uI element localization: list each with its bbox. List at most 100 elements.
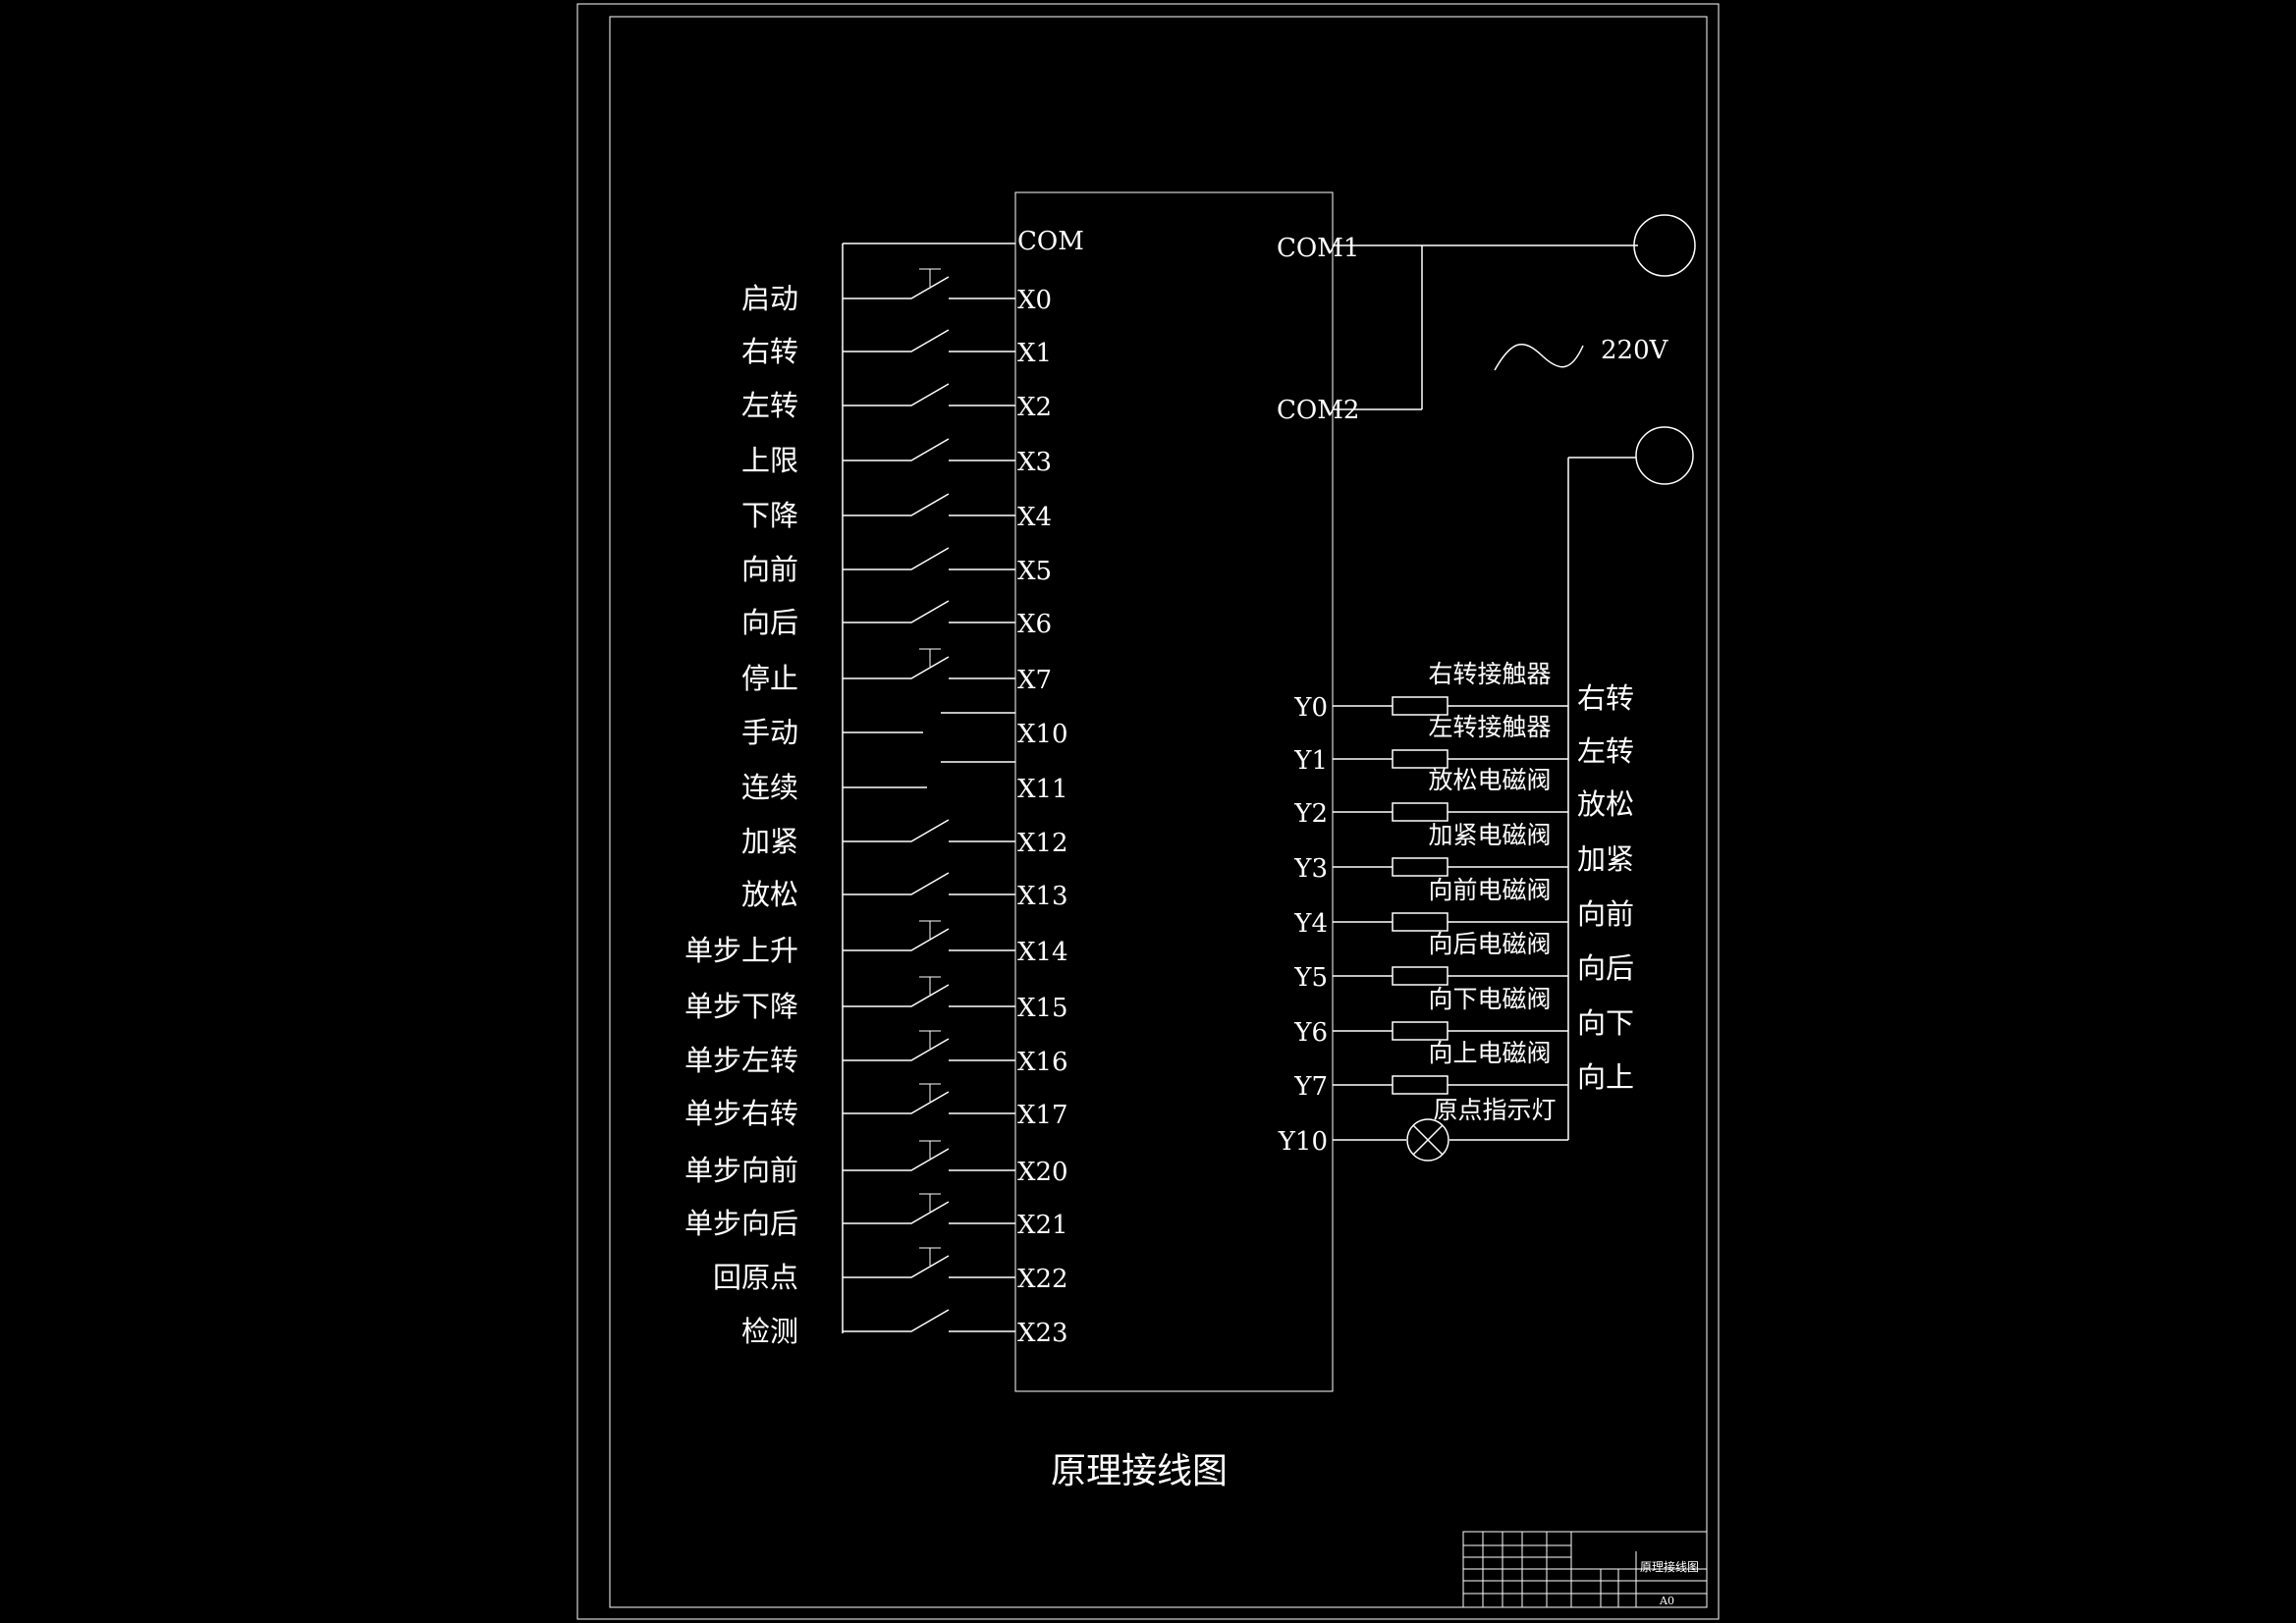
output-device-label: 左转接触器 [1428,713,1551,741]
output-device-label: 向下电磁阀 [1428,985,1551,1013]
output-terminal: Y6 [1293,1018,1328,1048]
input-label: 向前 [741,553,798,586]
coil-icon [1392,802,1449,822]
switch-contact-icon [843,600,1015,623]
input-terminal: X15 [1017,994,1068,1023]
output-function-label: 加紧 [1577,842,1634,876]
input-terminal: X2 [1017,393,1052,422]
switch-contact-icon [843,493,1015,516]
com-terminal: COM [1017,227,1084,256]
input-label: 启动 [741,282,798,315]
input-terminal: X11 [1017,775,1068,804]
com1-terminal: COM1 [1277,234,1359,263]
switch-contact-icon [843,872,1015,895]
input-label: 停止 [741,662,798,695]
output-function-label: 向下 [1577,1006,1634,1040]
output-device-label: 放松电磁阀 [1428,766,1551,794]
inner-frame [609,16,1708,1608]
input-label: 单步上升 [684,934,798,967]
switch-contact-icon [843,1309,1015,1332]
input-terminal: X12 [1017,829,1068,858]
input-terminal: X17 [1017,1101,1068,1130]
input-row: 停止 X7 [741,648,1052,695]
supply-voltage: 220V [1601,336,1669,365]
plc-body [1014,191,1334,1392]
input-label: 右转 [741,335,798,368]
input-row: 加紧 X12 [741,819,1068,858]
input-label: 单步左转 [684,1044,798,1077]
switch-contact-icon [843,547,1015,570]
coil-icon [1392,1075,1449,1095]
input-row: 单步上升 X14 [684,920,1068,967]
output-terminal: Y2 [1293,799,1328,829]
lamp-cross-icon [1412,1124,1444,1156]
input-label: 上限 [741,444,798,477]
pushbutton-actuator-icon [919,920,941,939]
output-terminal: Y5 [1293,963,1328,993]
pushbutton-actuator-icon [919,648,941,667]
output-terminal: Y1 [1293,746,1328,776]
pushbutton-actuator-icon [919,1140,941,1159]
power-terminal-top [1633,214,1696,277]
pushbutton-contact-icon [843,1038,1015,1061]
input-terminal: X20 [1017,1158,1068,1187]
output-function-label: 左转 [1577,734,1634,768]
pushbutton-contact-icon [843,1148,1015,1171]
input-terminal: X7 [1017,666,1052,695]
input-terminal: X22 [1017,1265,1068,1294]
input-label: 连续 [741,771,798,804]
coil-icon [1392,1021,1449,1041]
input-label: 检测 [741,1315,798,1348]
switch-contact-icon [843,819,1015,842]
input-terminal: X13 [1017,882,1068,911]
output-function-label: 向上 [1577,1060,1634,1094]
input-terminal: X5 [1017,557,1052,586]
input-terminal: X4 [1017,503,1052,532]
input-terminal: X3 [1017,448,1052,477]
title-block-size: A0 [1659,1595,1674,1607]
input-terminal: X0 [1017,286,1052,315]
output-terminal: Y0 [1293,693,1328,723]
output-device-label: 向上电磁阀 [1428,1039,1551,1067]
output-device-label: 向前电磁阀 [1428,876,1551,904]
output-terminal: Y7 [1293,1072,1328,1102]
input-label: 加紧 [741,825,798,858]
input-row: 单步左转 X16 [684,1030,1068,1077]
output-terminal: Y10 [1278,1127,1328,1157]
input-label: 左转 [741,389,798,422]
indicator-lamp-icon [1406,1118,1449,1162]
input-row: 启动 X0 [741,268,1052,315]
output-device-label: 右转接触器 [1428,660,1551,688]
input-terminal: X21 [1017,1211,1068,1240]
input-row: 向前 X5 [741,547,1052,586]
input-terminal: X10 [1017,720,1068,749]
output-device-label: 向后电磁阀 [1428,930,1551,958]
com2-terminal: COM2 [1277,396,1359,425]
pushbutton-contact-icon [843,984,1015,1007]
pushbutton-actuator-icon [919,976,941,995]
output-function-label: 右转 [1577,681,1634,715]
power-terminal-bottom [1635,426,1694,485]
output-function-label: 向后 [1577,951,1634,985]
switch-contact-icon [843,329,1015,352]
input-terminal: X14 [1017,938,1068,967]
ac-symbol-icon [1494,343,1584,371]
coil-icon [1392,912,1449,932]
input-terminal: X16 [1017,1048,1068,1077]
